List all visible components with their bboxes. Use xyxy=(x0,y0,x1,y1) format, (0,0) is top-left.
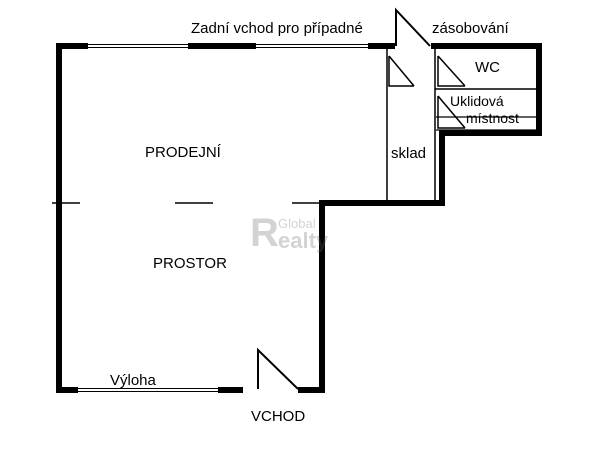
watermark-letter: R xyxy=(250,211,279,255)
shop-window-label: Výloha xyxy=(110,372,156,389)
watermark-logo: R Global ealty xyxy=(250,213,362,253)
storage-label: sklad xyxy=(391,145,427,162)
interior-walls xyxy=(386,49,536,201)
cleaning-room-label-2: místnost xyxy=(466,110,519,126)
wc-label: WC xyxy=(475,59,500,76)
interior-doors xyxy=(388,55,466,129)
windows xyxy=(78,43,368,393)
entrance-door xyxy=(243,347,299,393)
watermark-word-ealty: ealty xyxy=(278,228,329,253)
sales-area-label-2: PROSTOR xyxy=(153,255,227,272)
sales-area-label-1: PRODEJNÍ xyxy=(145,144,221,161)
rear-entrance-label: Zadní vchod pro případné xyxy=(191,20,363,37)
supply-label: zásobování xyxy=(432,20,509,37)
watermark-word-global: Global xyxy=(278,216,316,231)
entrance-label: VCHOD xyxy=(251,408,306,425)
rear-door xyxy=(395,7,431,49)
cleaning-room-label-1: Uklidová xyxy=(450,93,504,109)
